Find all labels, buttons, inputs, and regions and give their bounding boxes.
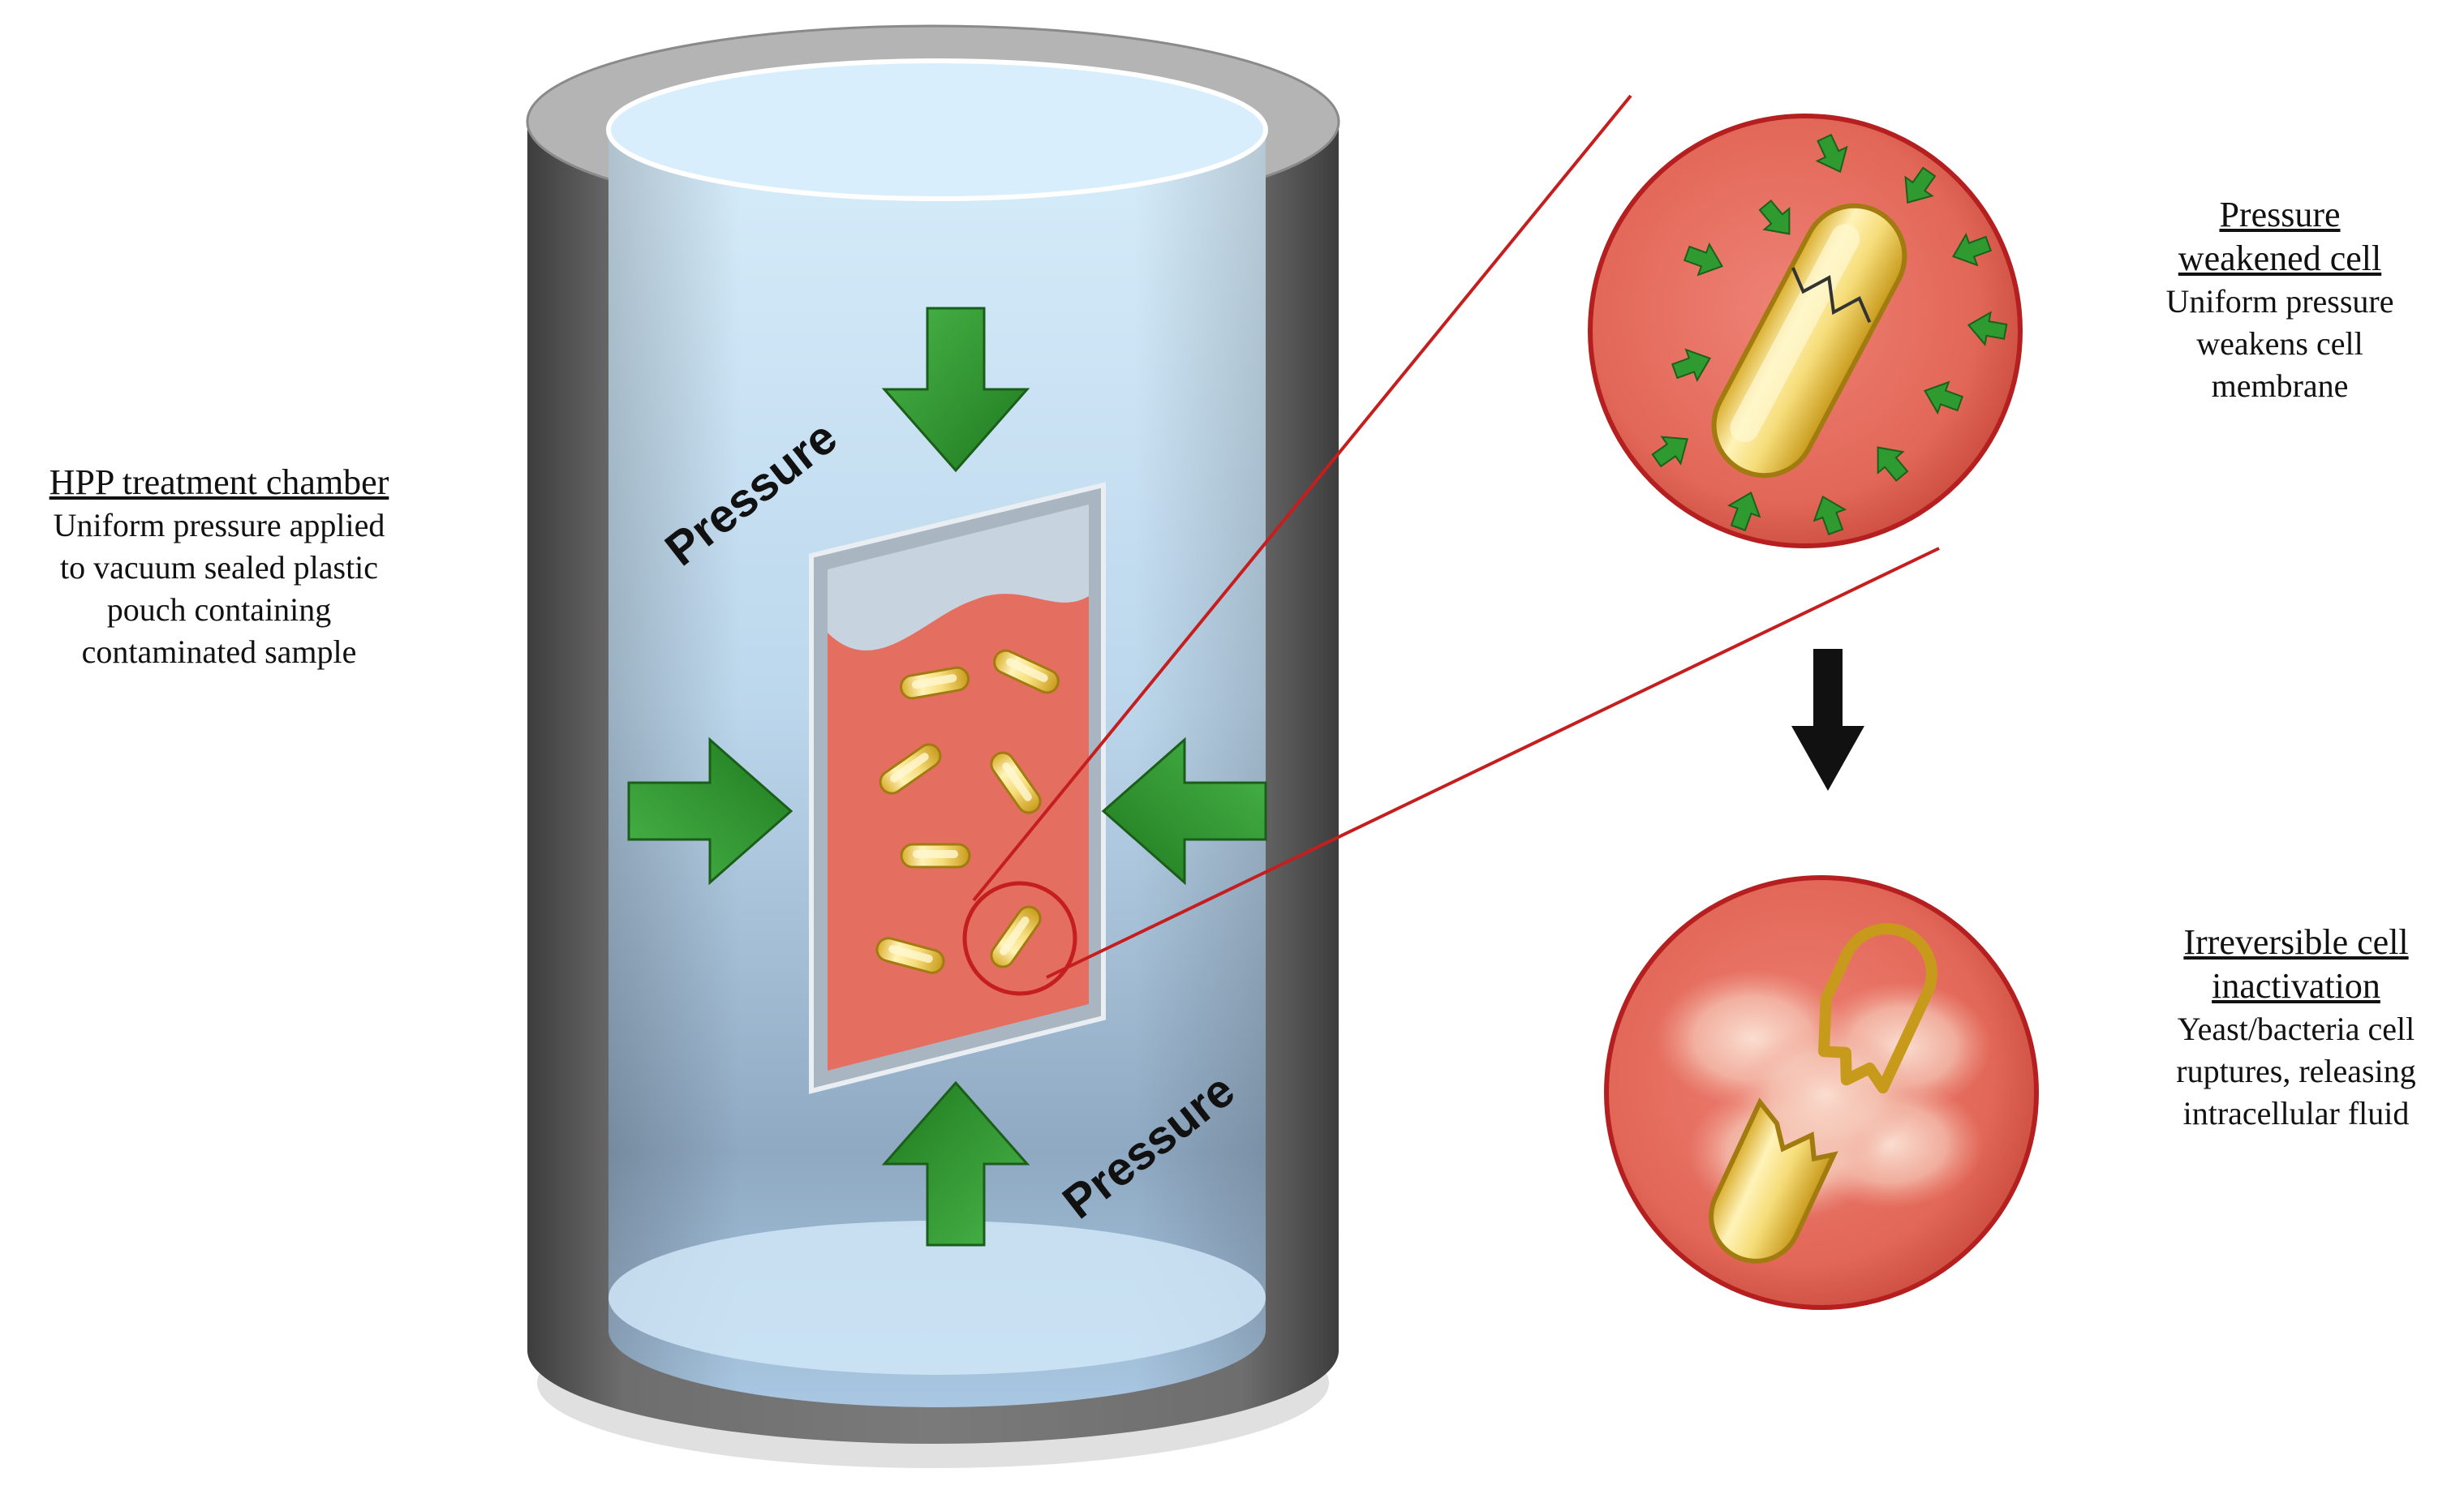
chamber-caption-line: Uniform pressure applied [53,507,385,543]
zoom-line-bottom [1046,547,1940,979]
weakened-cell-view [1588,114,2023,548]
chamber-caption-line: contaminated sample [81,633,357,670]
weakened-caption: Pressure weakened cell Uniform pressure … [2126,193,2434,407]
rod-bacterium-icon [1709,923,1937,1264]
inactivation-caption-line: ruptures, releasing [2176,1053,2416,1089]
rod-bacterium-icon [900,843,971,869]
inactivation-caption-line: Yeast/bacteria cell [2177,1011,2415,1047]
inactivation-caption: Irreversible cell inactivation Yeast/bac… [2134,921,2458,1135]
rod-bacterium-icon [1711,203,1907,479]
weakened-caption-line: Uniform pressure [2165,283,2394,320]
inactivation-caption-line: intracellular fluid [2182,1095,2410,1131]
water-surface [606,58,1268,201]
black-down-arrow-icon [1791,649,1864,791]
chamber-caption-line: pouch containing [106,591,332,628]
zoom-source-circle [962,881,1077,996]
chamber-floor [608,1221,1266,1375]
sample-pouch [809,482,1106,1094]
chamber-caption-line: to vacuum sealed plastic [59,549,379,586]
weakened-caption-line: weakens cell [2196,325,2363,362]
contaminated-fluid [828,594,1089,1071]
weakened-caption-title: weakened cell [2178,238,2382,278]
inactivation-caption-title: inactivation [2212,966,2380,1006]
ruptured-cell-view [1604,875,2039,1310]
chamber-caption-title: HPP treatment chamber [49,462,389,502]
weakened-caption-title: Pressure [2219,195,2341,234]
weakened-caption-line: membrane [2211,367,2349,404]
chamber-caption: HPP treatment chamber Uniform pressure a… [16,461,422,673]
zoom-indicator [962,94,1940,996]
inactivation-caption-title: Irreversible cell [2183,922,2409,962]
membrane-crack [1791,267,1872,324]
zoom-line-top [972,94,1632,902]
